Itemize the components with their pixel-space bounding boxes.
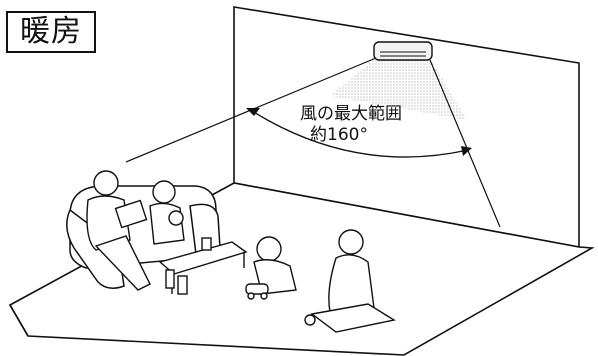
person-father [86, 170, 151, 291]
girl-on-cushion [304, 229, 396, 333]
heating-mode-label: 暖房 [20, 14, 82, 49]
airflow-cone [330, 56, 467, 120]
heating-mode-label-box: 暖房 [6, 11, 96, 53]
max-airflow-range-label: 風の最大範囲 [300, 104, 402, 124]
coffee-table [158, 237, 248, 295]
airflow-angle-label: 約160° [310, 125, 368, 145]
arc-arrowheads [246, 108, 472, 156]
child-with-toy-car [245, 236, 297, 300]
air-conditioner-icon [373, 41, 433, 61]
person-mother [149, 180, 185, 245]
